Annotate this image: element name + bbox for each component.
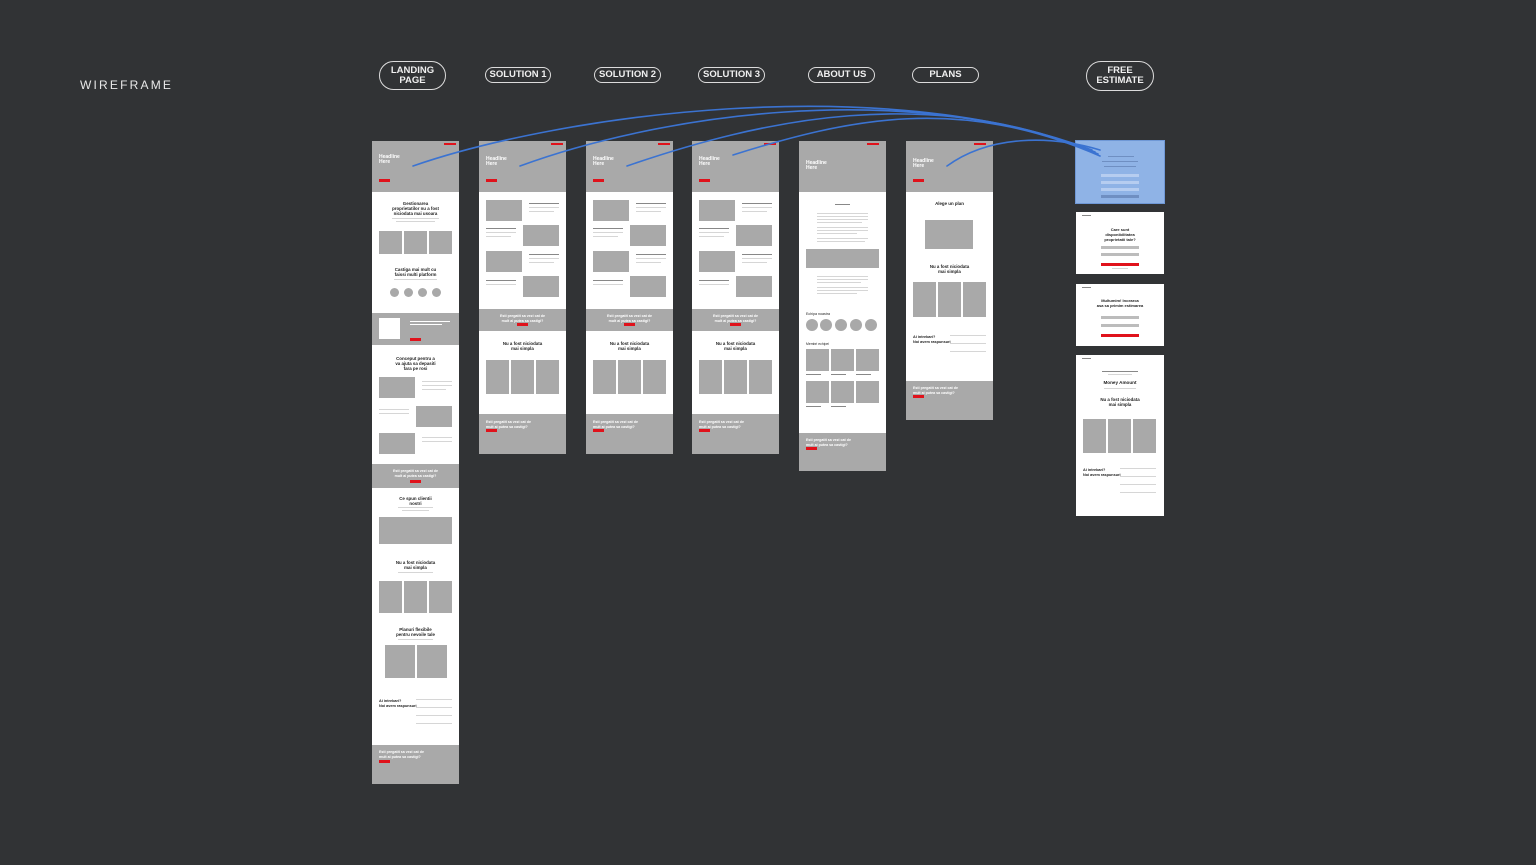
hero-block (372, 141, 459, 192)
faq-title: Ai intrebari?Noi avem raspunsuri (379, 699, 417, 708)
nav-solution-1[interactable]: SOLUTION 1 (485, 67, 551, 83)
nav-plans[interactable]: PLANS (912, 67, 979, 83)
nav-solution-2[interactable]: SOLUTION 2 (594, 67, 661, 83)
nav-solution-3[interactable]: SOLUTION 3 (698, 67, 765, 83)
estimate-step-1-wireframe[interactable] (1075, 140, 1165, 204)
money-amount: Money Amount (1103, 380, 1137, 385)
wireframe-title: WIREFRAME (80, 78, 174, 92)
team-title: Echipa noastra (806, 312, 830, 316)
nav-about-us[interactable]: ABOUT US (808, 67, 875, 83)
